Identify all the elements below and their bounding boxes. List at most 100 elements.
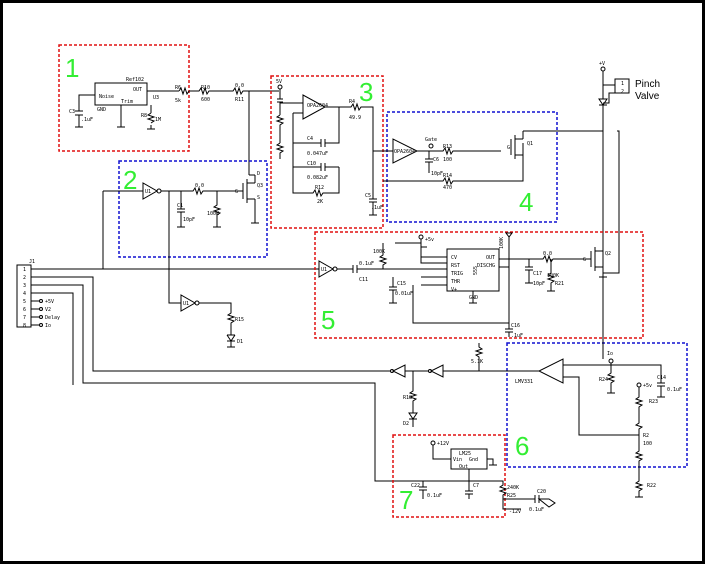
u5-vcc-terminal	[418, 234, 424, 240]
c5-value: .1uF	[371, 205, 383, 211]
comparator-lmv331	[537, 358, 564, 384]
u1b-label: U1	[183, 301, 189, 307]
c6-label: C6	[433, 157, 439, 163]
j1-label: J1	[29, 259, 35, 265]
q3-drain-label: D	[257, 171, 260, 177]
gnd-wires	[117, 105, 155, 130]
u3-label: U3	[153, 95, 159, 101]
gnd-pin-label: GND	[97, 107, 106, 113]
buffer-u1c	[318, 260, 335, 278]
r19-value: 5.1K	[471, 359, 483, 365]
opamp-u2b-label: OPA2604	[394, 149, 415, 155]
block-6-box	[506, 342, 688, 468]
out-pin-label: OUT	[133, 87, 142, 93]
regulator-vin-label: Vin	[453, 457, 462, 463]
c6-value: 10pF	[431, 171, 443, 177]
r6-value: 5k	[175, 98, 181, 104]
u5-output-wires	[499, 232, 591, 323]
q3-source-label: S	[257, 195, 260, 201]
c1-label: C1	[177, 203, 183, 209]
trim-pin-label: Trim	[121, 99, 133, 105]
c22-label: C22	[411, 483, 420, 489]
u1c-label: U1	[321, 267, 327, 273]
q1-label: Q1	[527, 141, 533, 147]
q1-gate-label: G	[507, 145, 510, 151]
r21-label: R21	[555, 281, 564, 287]
r12-resistor	[292, 167, 340, 198]
plus12-terminal	[430, 440, 436, 446]
q3-gate-label: G	[235, 189, 238, 195]
block-3-label: 3	[359, 77, 373, 107]
r18-d2-branch	[408, 371, 418, 427]
c20-value: 0.1uF	[529, 507, 544, 513]
d2-label: D2	[403, 421, 409, 427]
r9-pullup	[378, 243, 388, 269]
r23-vcc-terminal	[636, 382, 642, 388]
j1-stub-wires	[31, 300, 39, 326]
r14-feedback	[383, 143, 524, 186]
minus12-wire	[502, 499, 521, 510]
pinch-label: Pinch	[635, 79, 660, 90]
valve-label: Valve	[635, 91, 660, 102]
q2-drain-link	[603, 130, 620, 274]
pinch-valve-rail	[598, 71, 615, 243]
j1-pin7-terminal	[39, 315, 43, 319]
r22-label: R22	[647, 483, 656, 489]
inverter-2-bubble	[390, 369, 394, 373]
minus12-label: -12V	[509, 509, 521, 515]
j1-pin-8: 8	[23, 323, 26, 329]
j1-pin5-label: +5V	[45, 299, 54, 305]
u5-discharge-label: DISCHG	[477, 263, 495, 269]
r14-label: R14	[443, 173, 452, 179]
block2-input	[102, 186, 243, 269]
block-4-box	[386, 111, 558, 223]
r6-label: R6	[175, 85, 181, 91]
j1-pin-4: 4	[23, 291, 26, 297]
u5-cv-label: CV	[451, 255, 457, 261]
c22-value: 0.1uF	[427, 493, 442, 499]
r21-value: 100K	[547, 273, 559, 279]
mosfet-q3	[242, 174, 259, 224]
r13-label: R13	[443, 144, 452, 150]
d1-label: D1	[237, 339, 243, 345]
c16-value: .1uF	[511, 333, 523, 339]
j1-pin-1: 1	[23, 267, 26, 273]
c1-cap	[177, 191, 185, 228]
u5-thr-label: THR	[451, 279, 461, 285]
vplus-terminal	[600, 66, 606, 72]
j1-pin-6: 6	[23, 307, 26, 313]
c5-cap	[369, 198, 377, 216]
block-5-box	[314, 231, 644, 339]
c4-label: C4	[307, 136, 313, 142]
pinch-return-wire	[603, 92, 615, 104]
c10-label: C10	[307, 161, 316, 167]
block3-left-rail	[275, 89, 285, 159]
j1-pin5-terminal	[39, 299, 43, 303]
u5-trig-label: TRIG	[451, 271, 463, 277]
io-label: Io	[607, 351, 613, 357]
r1-value: 100K	[207, 211, 219, 217]
r4-label: R4	[349, 99, 355, 105]
v5-label: 5V	[276, 79, 282, 85]
mosfet-q2	[590, 247, 607, 278]
plus12-label: +12V	[437, 441, 449, 447]
u5-left-wires	[389, 239, 509, 324]
block-7-box	[392, 434, 506, 518]
r15-d1-branch	[199, 302, 236, 348]
j1-wires	[31, 268, 499, 482]
c3-label: C3	[69, 109, 75, 115]
r20-value: 100K	[499, 237, 505, 249]
r25-value: 240K	[507, 485, 519, 491]
r24-resistor	[606, 363, 616, 394]
r8-resistor	[146, 112, 156, 124]
block-2-box	[118, 160, 268, 258]
u5-gnd-label: GND	[469, 295, 478, 301]
pinch-pin-1: 1	[621, 81, 624, 87]
block4-signal	[373, 146, 501, 156]
u5-rst-label: RST	[451, 263, 460, 269]
ref102-label: Ref102	[126, 77, 144, 83]
r8-label: R8	[141, 113, 147, 119]
r12-label: R12	[315, 185, 324, 191]
r9-value: 100K	[373, 249, 385, 255]
j1-pin6-label: V2	[45, 307, 51, 313]
